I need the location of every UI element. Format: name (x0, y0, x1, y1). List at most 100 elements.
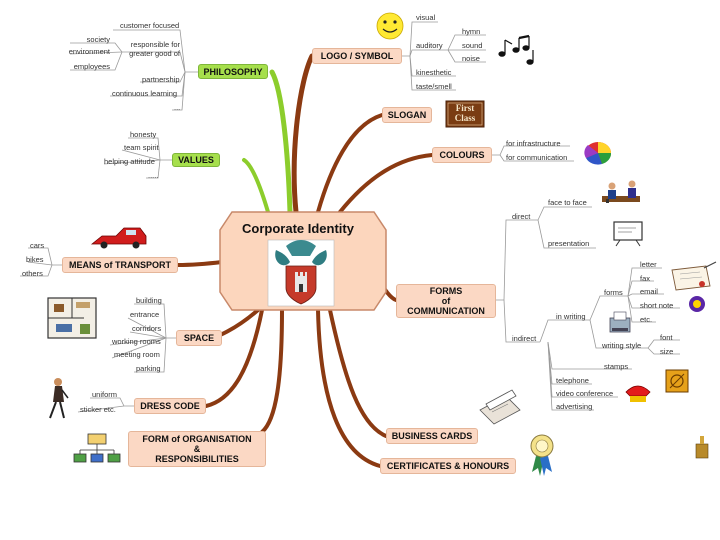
green-branches (242, 69, 293, 215)
business-card-icon (479, 389, 521, 425)
leaf-responsible: responsible for greater good of (129, 40, 180, 58)
typewriter-icon (609, 311, 631, 333)
branch-colours (338, 153, 434, 214)
first-class-badge-icon (445, 100, 485, 128)
leaf-values-more: ..... (148, 171, 159, 180)
communication-line-2: of (441, 296, 451, 306)
leaf-fax: fax (640, 274, 651, 283)
branch-certificates (316, 308, 382, 468)
presentation-board-icon (613, 221, 643, 247)
leaf-indirect: indirect (512, 334, 537, 343)
award-ribbon-icon (530, 434, 554, 476)
leaf-forms: forms (604, 288, 623, 297)
leaf-auditory: auditory (416, 41, 443, 50)
pie-chart-icon (584, 142, 612, 165)
leaf-face-to-face: face to face (548, 198, 587, 207)
leaf-for-communication: for communication (506, 153, 568, 162)
leaf-for-infrastructure: for infrastructure (506, 139, 561, 148)
leaf-helping-attitude: helping attitude (104, 157, 155, 166)
leaf-direct: direct (512, 212, 531, 221)
leaf-stamps: stamps (604, 362, 629, 371)
leaf-font: font (660, 333, 673, 342)
certificates-node[interactable]: CERTIFICATES & HONOURS (380, 458, 516, 474)
leaf-telephone: telephone (556, 376, 589, 385)
business-cards-node[interactable]: BUSINESS CARDS (386, 428, 478, 444)
leaf-continuous-learning: continuous learning (112, 89, 178, 98)
floor-plan-icon (47, 297, 97, 339)
leaf-advertising: advertising (556, 402, 593, 411)
leaf-taste-smell: taste/smell (416, 82, 452, 91)
leaf-society: society (86, 35, 110, 44)
first-class-badge-text: First Class (446, 103, 484, 123)
slogan-node[interactable]: SLOGAN (382, 107, 432, 123)
leaf-writing-style: writing style (602, 341, 642, 350)
dress-code-node[interactable]: DRESS CODE (134, 398, 206, 414)
leaf-meeting-room: meeting room (114, 350, 160, 359)
coat-of-arms-icon (267, 239, 335, 307)
branch-logo (291, 53, 315, 215)
leaf-sticker: sticker etc. (80, 405, 116, 414)
walking-person-icon (49, 378, 69, 419)
branch-cards (328, 308, 388, 438)
org-chart-icon (73, 433, 121, 463)
leaf-sound: sound (462, 41, 483, 50)
transport-node[interactable]: MEANS of TRANSPORT (62, 257, 178, 273)
logo-node[interactable]: LOGO / SYMBOL (312, 48, 402, 64)
branch-philosophy (269, 69, 293, 215)
leaf-lines (20, 21, 680, 413)
organisation-line-1: FORM of ORGANISATION (142, 434, 252, 444)
leaf-hymn: hymn (462, 27, 481, 36)
communication-line-1: FORMS (429, 286, 463, 296)
leaf-working-rooms: working rooms (112, 337, 161, 346)
branch-transport (176, 260, 224, 267)
leaf-parking: parking (136, 364, 161, 373)
organisation-line-3: RESPONSIBILITIES (155, 454, 239, 464)
leaf-building: building (136, 296, 162, 305)
organisation-node[interactable]: FORM of ORGANISATION & RESPONSIBILITIES (128, 431, 266, 467)
leaf-philosophy-more: ... (174, 103, 181, 112)
leaf-email: email (640, 287, 658, 296)
leaf-employees: employees (73, 62, 110, 71)
red-car-icon (90, 227, 147, 249)
colours-node[interactable]: COLOURS (432, 147, 492, 163)
center-title: Corporate Identity (242, 221, 354, 236)
leaf-etc: etc. (640, 315, 653, 324)
badge-line-1: First (455, 103, 475, 113)
leaf-video-conference: video conference (556, 389, 614, 398)
leaf-noise: noise (462, 54, 480, 63)
leaf-customer-focused: customer focused (120, 21, 180, 30)
leaf-in-writing: in writing (556, 312, 586, 321)
badge-line-2: Class (454, 113, 476, 123)
leaf-team-spirit: team spirit (124, 143, 159, 152)
communication-line-3: COMMUNICATION (407, 306, 485, 316)
emblem-icon (689, 296, 705, 312)
values-node[interactable]: VALUES (172, 153, 220, 167)
leaf-short-note: short note (640, 301, 674, 310)
leaf-cars: cars (30, 241, 45, 250)
trophy-figure-icon (695, 436, 709, 459)
leaf-visual: visual (416, 13, 436, 22)
telephone-icon (625, 385, 651, 402)
leaf-environment: environment (68, 47, 110, 56)
certificate-scroll-icon (671, 261, 717, 291)
leaf-entrance: entrance (130, 310, 160, 319)
branch-values (242, 158, 270, 214)
leaf-honesty: honesty (130, 130, 157, 139)
philosophy-node[interactable]: PHILOSOPHY (198, 64, 268, 79)
leaf-others: others (22, 269, 43, 278)
communication-node[interactable]: FORMS of COMMUNICATION (396, 284, 496, 318)
leaf-corridors: corridors (132, 324, 162, 333)
organisation-line-2: & (193, 444, 201, 454)
main-branches (176, 53, 434, 468)
smiley-icon (376, 12, 404, 40)
leaf-letter: letter (640, 260, 657, 269)
music-notes-icon (498, 34, 534, 65)
meeting-people-icon (602, 180, 640, 203)
branch-slogan (316, 113, 384, 214)
leaf-size: size (660, 347, 674, 356)
leaf-presentation: presentation (548, 239, 590, 248)
leaf-partnership: partnership (142, 75, 180, 84)
leaf-kinesthetic: kinesthetic (416, 68, 452, 77)
space-node[interactable]: SPACE (176, 330, 222, 346)
